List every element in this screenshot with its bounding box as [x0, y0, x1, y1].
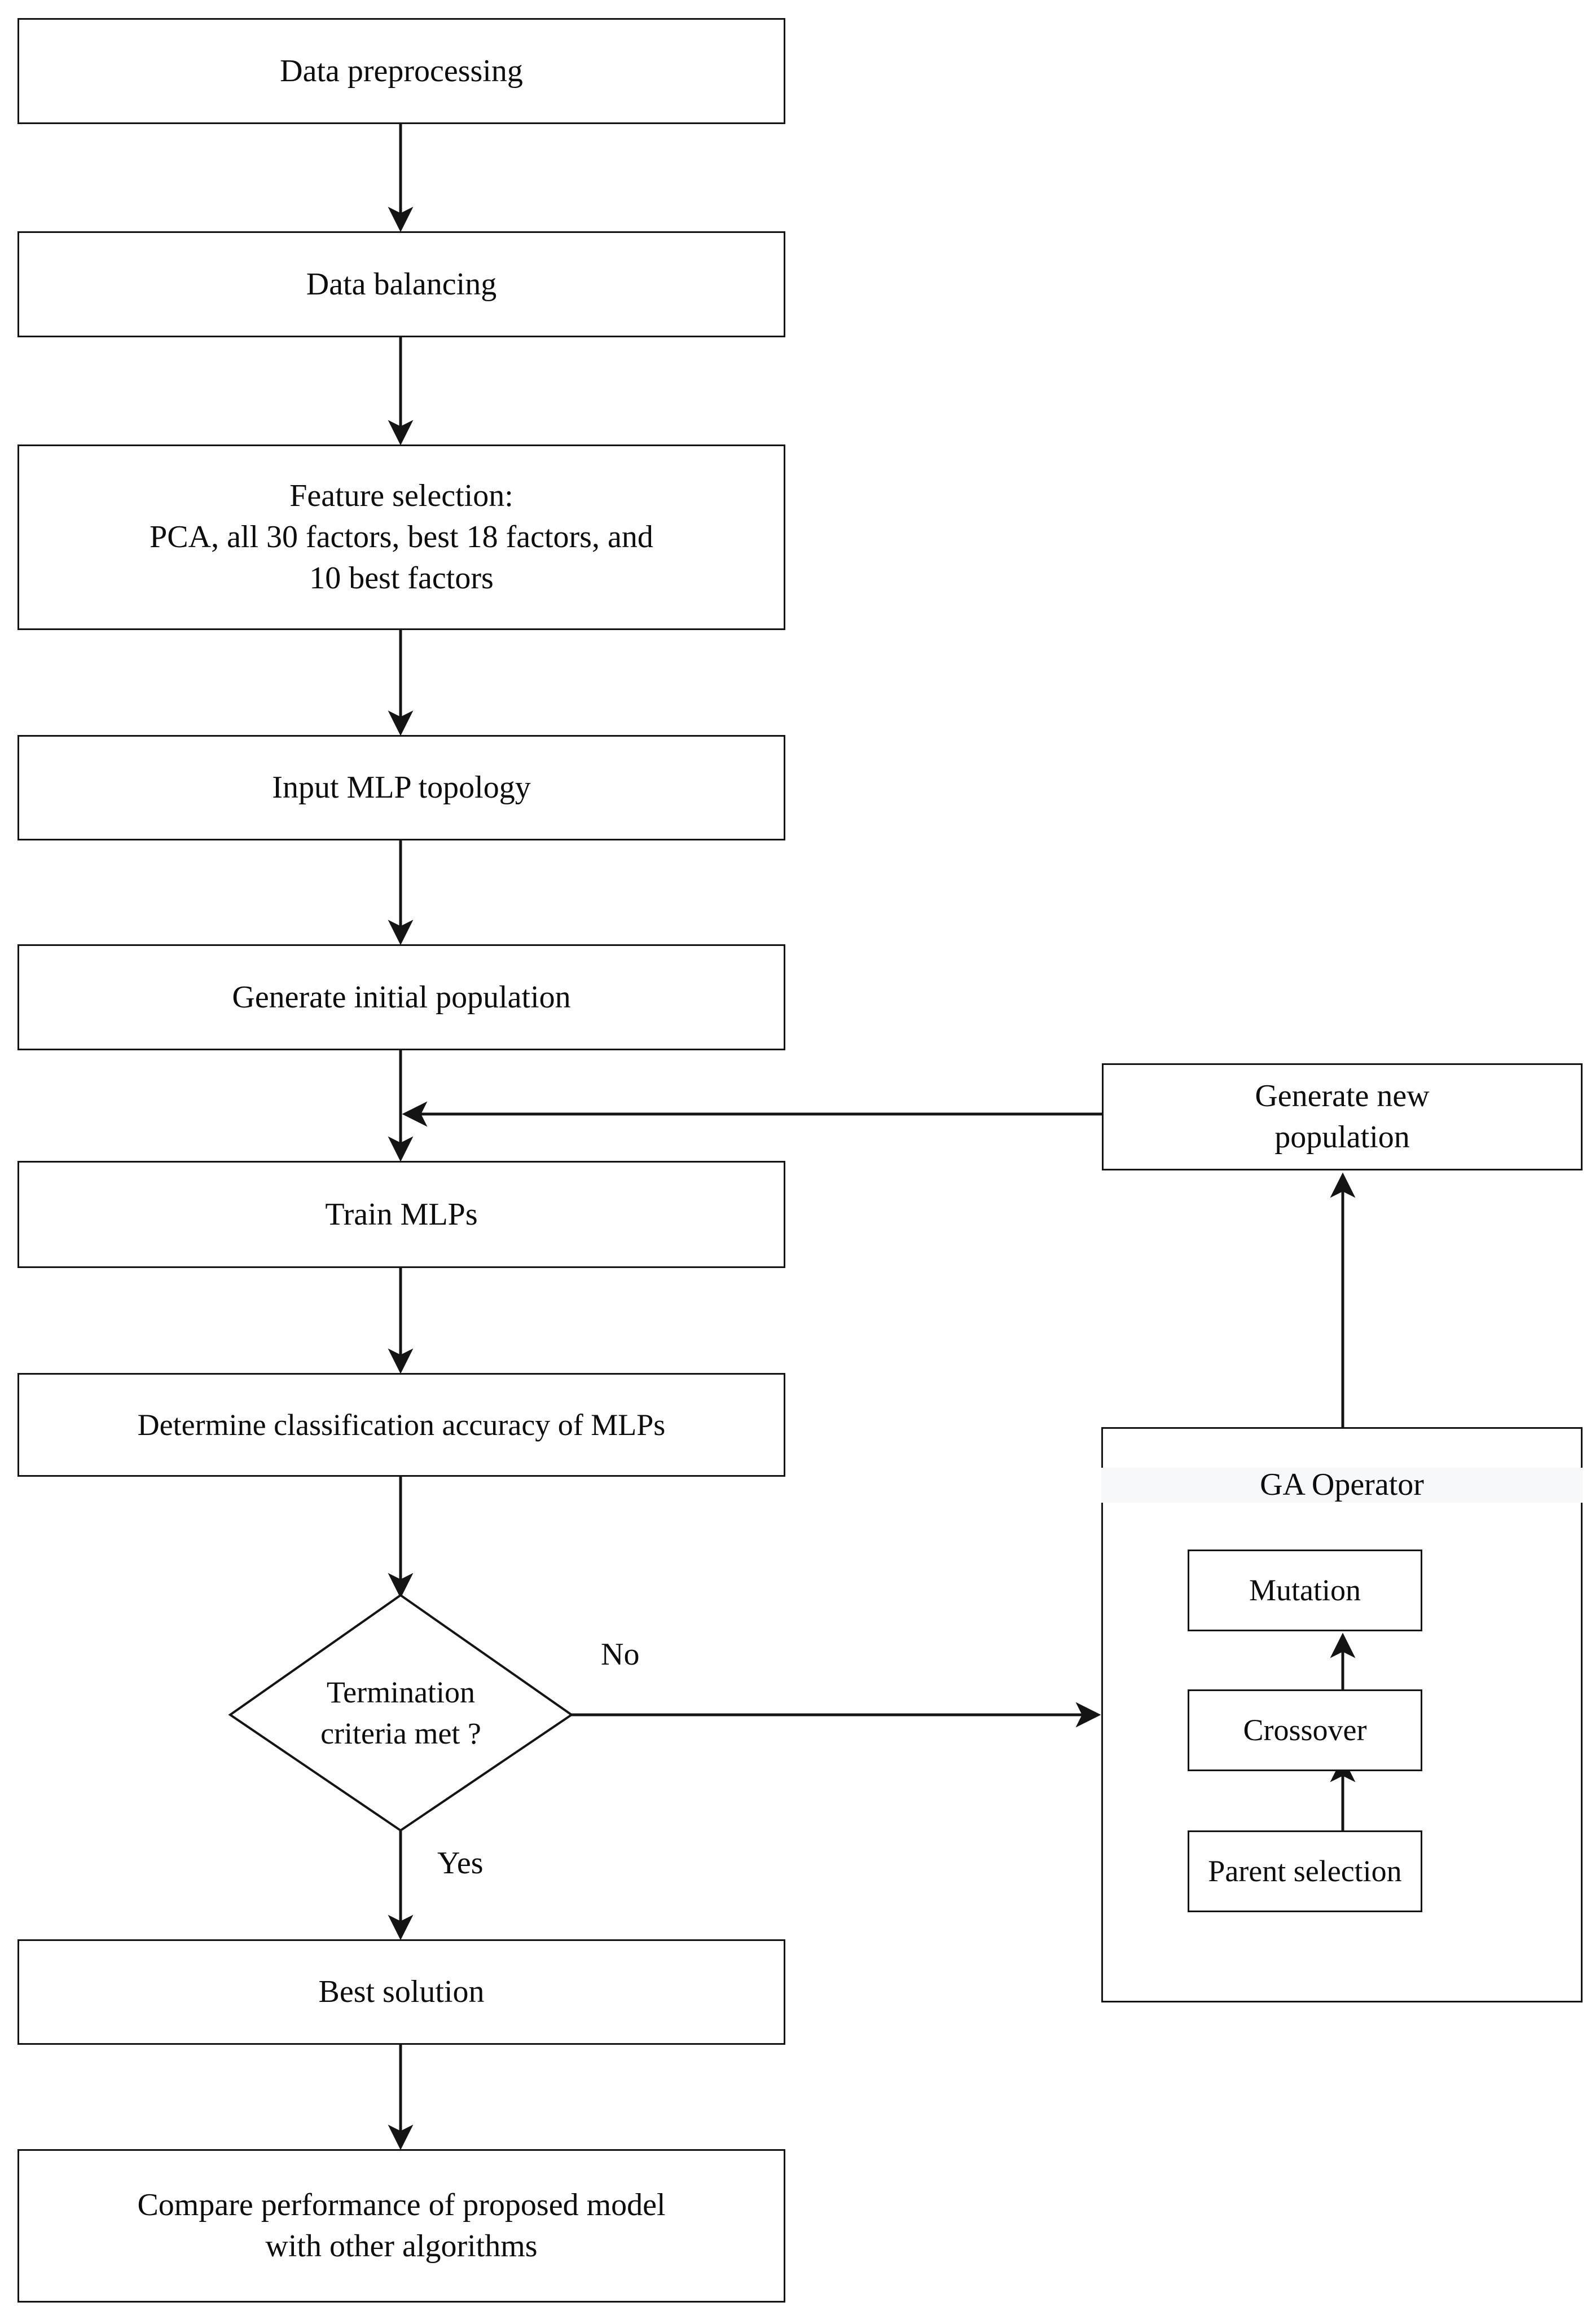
node-train-mlps[interactable]: Train MLPs	[17, 1161, 785, 1268]
ga-operator-title: GA Operator	[1101, 1467, 1583, 1503]
edge-label-no: No	[601, 1639, 639, 1670]
node-data-balancing[interactable]: Data balancing	[17, 231, 785, 337]
node-label: Data preprocessing	[280, 53, 523, 89]
node-label: Train MLPs	[325, 1196, 478, 1232]
node-data-preprocessing[interactable]: Data preprocessing	[17, 18, 785, 124]
node-label: Input MLP topology	[272, 770, 531, 806]
node-determine-accuracy[interactable]: Determine classification accuracy of MLP…	[17, 1373, 785, 1477]
node-label: Crossover	[1243, 1713, 1367, 1748]
node-best-solution[interactable]: Best solution	[17, 1939, 785, 2045]
edge-label-yes-text: Yes	[437, 1846, 484, 1881]
ga-operator-title-label: GA Operator	[1260, 1467, 1424, 1502]
edge-label-yes: Yes	[437, 1847, 483, 1879]
node-label: Determine classification accuracy of MLP…	[137, 1407, 666, 1442]
node-mutation[interactable]: Mutation	[1188, 1550, 1422, 1631]
node-label: Termination criteria met ?	[320, 1675, 481, 1750]
node-feature-selection[interactable]: Feature selection: PCA, all 30 factors, …	[17, 444, 785, 630]
node-compare-performance[interactable]: Compare performance of proposed model wi…	[17, 2149, 785, 2303]
node-generate-initial-population[interactable]: Generate initial population	[17, 944, 785, 1050]
node-label: Best solution	[318, 1974, 485, 2010]
node-label: Generate new population	[1255, 1079, 1430, 1155]
node-crossover[interactable]: Crossover	[1188, 1689, 1422, 1771]
ga-operator-group	[1101, 1427, 1583, 2002]
node-label: Compare performance of proposed model wi…	[137, 2187, 666, 2264]
node-label: Parent selection	[1208, 1854, 1402, 1889]
node-label: Mutation	[1249, 1573, 1361, 1608]
edge-label-no-text: No	[601, 1637, 640, 1672]
node-parent-selection[interactable]: Parent selection	[1188, 1830, 1422, 1912]
node-label: Generate initial population	[232, 979, 571, 1015]
node-label: Feature selection: PCA, all 30 factors, …	[150, 478, 653, 596]
node-termination-decision[interactable]: Termination criteria met ?	[230, 1595, 572, 1830]
node-input-mlp-topology[interactable]: Input MLP topology	[17, 735, 785, 840]
node-label: Data balancing	[306, 266, 497, 302]
node-generate-new-population[interactable]: Generate new population	[1102, 1063, 1583, 1170]
